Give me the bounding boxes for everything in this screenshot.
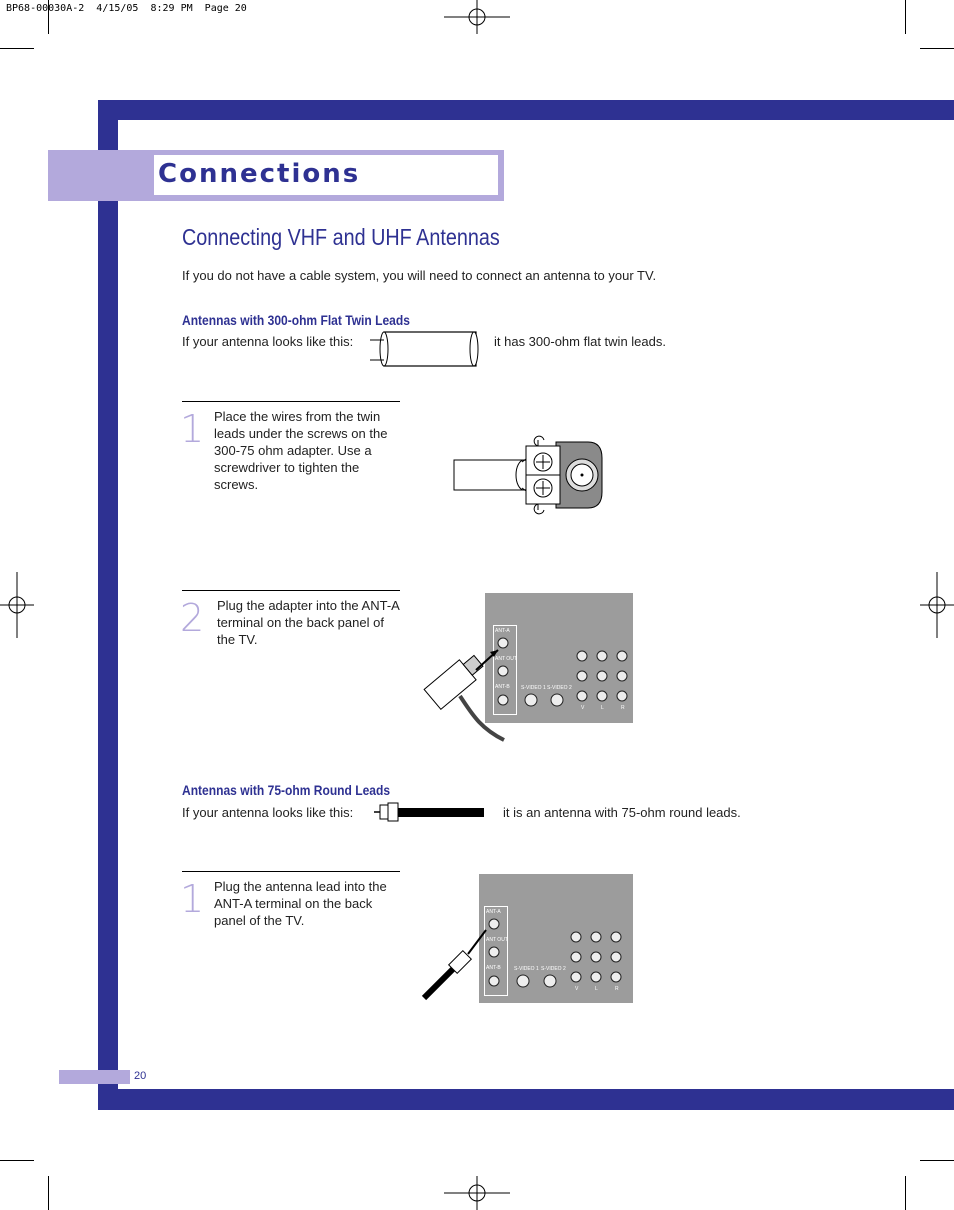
svideo2-label: S-VIDEO 2 [541, 966, 566, 972]
ant-a-label: ANT-A [495, 628, 510, 634]
flat-leads-lead-in: If your antenna looks like this: [182, 334, 354, 349]
jack-array [497, 637, 628, 707]
tv-back-panel: ANT-A ANT OUT ANT-B S-VIDEO 1 S-VIDEO 2 … [485, 593, 633, 723]
flat-twin-lead-illustration [370, 331, 479, 367]
step-rule [182, 871, 400, 872]
registration-mark-bottom [444, 1176, 510, 1210]
page-number-tab [59, 1070, 130, 1084]
svideo1-label: S-VIDEO 1 [521, 685, 546, 691]
l-label: L [601, 705, 604, 711]
ant-out-label: ANT OUT [486, 937, 508, 943]
step-rule [182, 590, 400, 591]
r-label: R [615, 986, 619, 992]
page-number: 20 [134, 1070, 147, 1082]
step-text: Place the wires from the twin leads unde… [214, 409, 388, 492]
section-title-inner [154, 155, 498, 195]
v-label: V [575, 986, 579, 992]
step-text: Plug the antenna lead into the ANT-A ter… [214, 879, 387, 928]
adapter-illustration [453, 435, 603, 515]
svideo2-label: S-VIDEO 2 [547, 685, 572, 691]
round-leads-lead-in: If your antenna looks like this: [182, 805, 354, 820]
l-label: L [595, 986, 598, 992]
flat-leads-subheading: Antennas with 300-ohm Flat Twin Leads [182, 312, 410, 328]
round-leads-subheading: Antennas with 75-ohm Round Leads [182, 782, 391, 798]
adapter-plug-illustration [423, 649, 505, 742]
svideo1-label: S-VIDEO 1 [514, 966, 539, 972]
registration-mark-right [920, 572, 954, 638]
registration-mark-left [0, 572, 34, 638]
step-rule [182, 401, 400, 402]
step-text: Plug the adapter into the ANT-A terminal… [217, 598, 400, 647]
tv-back-panel: ANT-A ANT OUT ANT-B S-VIDEO 1 S-VIDEO 2 … [479, 874, 633, 1003]
jack-array [488, 918, 622, 988]
left-band [98, 100, 118, 1110]
round-lead-plug-illustration [421, 929, 487, 1001]
bottom-band [98, 1089, 954, 1110]
ant-b-label: ANT-B [495, 684, 510, 690]
ant-a-label: ANT-A [486, 909, 501, 915]
page-heading: Connecting VHF and UHF Antennas [182, 224, 500, 250]
intro-text: If you do not have a cable system, you w… [182, 268, 657, 283]
v-label: V [581, 705, 585, 711]
antenna-terminal-group [493, 625, 517, 715]
ant-b-label: ANT-B [486, 965, 501, 971]
flat-leads-lead-out: it has 300-ohm flat twin leads. [494, 334, 666, 349]
top-band [98, 100, 954, 120]
step-number: 1 [180, 407, 205, 451]
round-lead-illustration [374, 802, 484, 822]
ant-out-label: ANT OUT [495, 656, 517, 662]
round-leads-lead-out: it is an antenna with 75-ohm round leads… [503, 805, 741, 820]
r-label: R [621, 705, 625, 711]
step-number: 1 [180, 877, 205, 921]
print-slug: BP68-00030A-2 4/15/05 8:29 PM Page 20 [6, 3, 247, 14]
antenna-terminal-group [484, 906, 508, 996]
registration-mark-top [444, 0, 510, 34]
step-number: 2 [180, 596, 205, 640]
section-title: Connections [158, 159, 361, 189]
